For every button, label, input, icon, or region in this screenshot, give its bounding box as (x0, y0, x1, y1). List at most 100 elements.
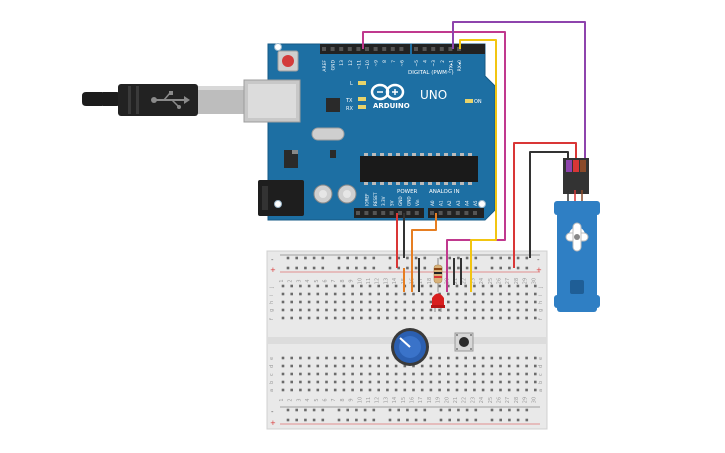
breadboard-hole[interactable] (394, 388, 398, 392)
rail-hole[interactable] (304, 408, 307, 412)
rail-hole[interactable] (423, 256, 427, 260)
breadboard-hole[interactable] (316, 356, 320, 360)
breadboard-hole[interactable] (377, 284, 380, 288)
breadboard-hole[interactable] (490, 364, 494, 368)
breadboard-hole[interactable] (534, 284, 537, 288)
breadboard-hole[interactable] (447, 316, 450, 320)
breadboard-hole[interactable] (481, 316, 485, 320)
breadboard-hole[interactable] (342, 372, 346, 376)
breadboard-hole[interactable] (438, 372, 441, 376)
breadboard-hole[interactable] (516, 300, 520, 304)
breadboard-hole[interactable] (507, 356, 511, 360)
breadboard-hole[interactable] (473, 356, 476, 360)
breadboard-hole[interactable] (342, 308, 346, 312)
breadboard-hole[interactable] (499, 356, 502, 360)
breadboard-hole[interactable] (377, 380, 380, 384)
breadboard-hole[interactable] (403, 300, 407, 304)
breadboard-hole[interactable] (507, 364, 511, 368)
breadboard-hole[interactable] (429, 388, 433, 392)
breadboard-hole[interactable] (368, 316, 372, 320)
rail-hole[interactable] (355, 266, 358, 270)
rail-hole[interactable] (508, 256, 511, 260)
rail-hole[interactable] (337, 418, 341, 422)
breadboard-hole[interactable] (281, 300, 285, 304)
breadboard-hole[interactable] (507, 284, 511, 288)
rail-hole[interactable] (474, 256, 478, 260)
breadboard-hole[interactable] (281, 284, 285, 288)
breadboard-hole[interactable] (490, 372, 494, 376)
rail-hole[interactable] (525, 418, 529, 422)
breadboard-hole[interactable] (368, 308, 372, 312)
breadboard-hole[interactable] (473, 300, 476, 304)
breadboard-hole[interactable] (316, 388, 320, 392)
breadboard-hole[interactable] (412, 284, 415, 288)
breadboard-hole[interactable] (325, 372, 328, 376)
header-pin-4[interactable] (356, 47, 361, 51)
rail-hole[interactable] (457, 418, 460, 422)
breadboard-hole[interactable] (473, 364, 476, 368)
breadboard-hole[interactable] (281, 316, 285, 320)
rail-hole[interactable] (346, 256, 349, 260)
breadboard-hole[interactable] (420, 308, 424, 312)
breadboard-hole[interactable] (490, 388, 494, 392)
breadboard-hole[interactable] (377, 388, 380, 392)
breadboard-hole[interactable] (464, 388, 467, 392)
rail-hole[interactable] (474, 418, 478, 422)
breadboard-hole[interactable] (351, 300, 354, 304)
rail-hole[interactable] (312, 408, 316, 412)
breadboard-hole[interactable] (299, 388, 302, 392)
breadboard-hole[interactable] (351, 380, 354, 384)
rail-hole[interactable] (525, 408, 529, 412)
breadboard-hole[interactable] (281, 372, 285, 376)
breadboard-hole[interactable] (507, 380, 511, 384)
header-pin-14[interactable] (448, 47, 453, 51)
breadboard-hole[interactable] (368, 292, 372, 296)
breadboard-hole[interactable] (377, 300, 380, 304)
rail-hole[interactable] (346, 266, 349, 270)
power-pin-hole[interactable] (389, 211, 394, 215)
rail-hole[interactable] (457, 408, 460, 412)
breadboard-hole[interactable] (333, 388, 337, 392)
breadboard-hole[interactable] (290, 388, 293, 392)
breadboard-hole[interactable] (525, 284, 528, 288)
breadboard-hole[interactable] (368, 300, 372, 304)
breadboard-hole[interactable] (525, 380, 528, 384)
rail-hole[interactable] (465, 256, 469, 260)
rail-hole[interactable] (295, 408, 298, 412)
breadboard-hole[interactable] (516, 364, 520, 368)
breadboard-hole[interactable] (473, 372, 476, 376)
breadboard-hole[interactable] (429, 380, 433, 384)
power-pin-hole[interactable] (406, 211, 411, 215)
rail-hole[interactable] (414, 408, 418, 412)
breadboard-hole[interactable] (307, 316, 311, 320)
breadboard-hole[interactable] (412, 380, 415, 384)
breadboard-hole[interactable] (368, 388, 372, 392)
breadboard-hole[interactable] (438, 316, 441, 320)
breadboard-hole[interactable] (290, 316, 293, 320)
breadboard-hole[interactable] (429, 308, 433, 312)
breadboard-hole[interactable] (455, 292, 459, 296)
breadboard-hole[interactable] (473, 308, 476, 312)
breadboard-hole[interactable] (316, 316, 320, 320)
breadboard-hole[interactable] (394, 316, 398, 320)
breadboard-hole[interactable] (351, 364, 354, 368)
analog-pin-hole[interactable] (455, 211, 460, 215)
power-pin-hole[interactable] (414, 211, 419, 215)
breadboard-hole[interactable] (464, 316, 467, 320)
rail-hole[interactable] (448, 266, 451, 270)
breadboard-hole[interactable] (447, 380, 450, 384)
breadboard-hole[interactable] (534, 356, 537, 360)
breadboard-hole[interactable] (455, 300, 459, 304)
breadboard-hole[interactable] (412, 364, 415, 368)
breadboard-hole[interactable] (377, 316, 380, 320)
breadboard-hole[interactable] (464, 380, 467, 384)
breadboard-hole[interactable] (307, 364, 311, 368)
breadboard-hole[interactable] (525, 364, 528, 368)
breadboard-hole[interactable] (290, 372, 293, 376)
breadboard-hole[interactable] (342, 356, 346, 360)
breadboard-hole[interactable] (299, 300, 302, 304)
breadboard-hole[interactable] (438, 284, 441, 288)
breadboard-hole[interactable] (377, 356, 380, 360)
breadboard-hole[interactable] (368, 284, 372, 288)
breadboard-hole[interactable] (281, 388, 285, 392)
